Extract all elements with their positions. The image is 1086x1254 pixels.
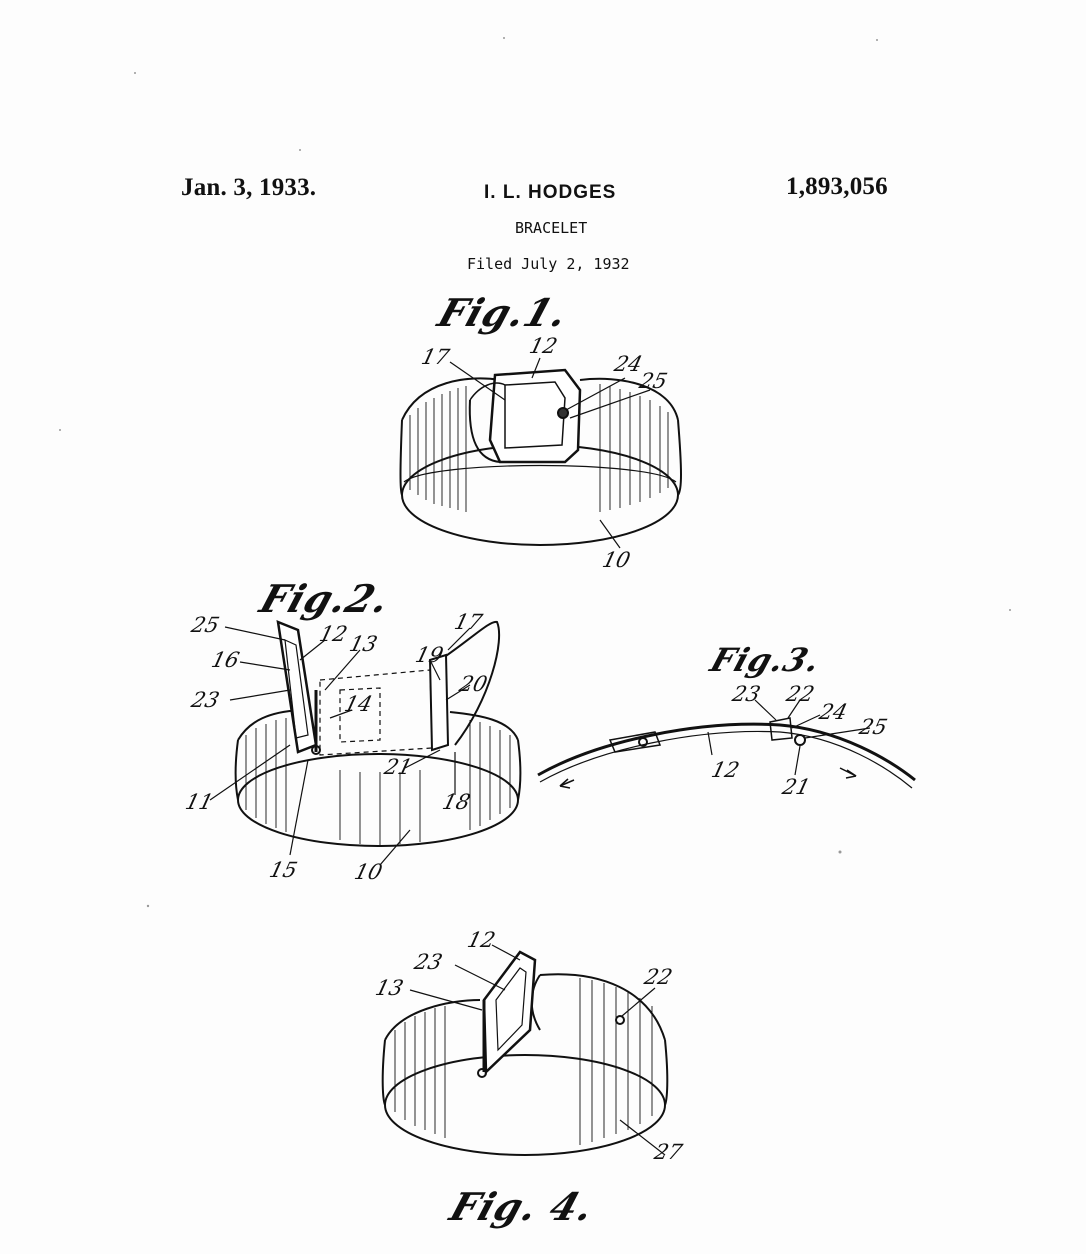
ref-numeral: 22 (784, 682, 817, 706)
patent-number: 1,893,056 (786, 173, 888, 200)
fig4-bracelet-drawing (381, 944, 669, 1156)
ref-numeral: 24 (817, 700, 850, 724)
fig1-label: Fig.1. (432, 290, 575, 335)
ref-numeral: 17 (452, 610, 485, 634)
fig2-bracelet-drawing (209, 620, 522, 866)
inventor-name: I. L. HODGES (484, 182, 617, 203)
fig2-label: Fig.2. (254, 576, 397, 621)
scan-specks (59, 37, 1011, 908)
ref-numeral: 20 (457, 672, 490, 696)
ref-numeral: 17 (419, 345, 452, 369)
fig3-section-drawing (537, 699, 916, 789)
ref-numeral: 23 (412, 950, 445, 974)
patent-title: BRACELET (515, 219, 588, 237)
patent-date: Jan. 3, 1933. (181, 174, 317, 201)
ref-numeral: 21 (382, 755, 415, 779)
filing-date: Filed July 2, 1932 (467, 255, 630, 273)
ref-numeral: 21 (780, 775, 813, 799)
ref-numeral: 25 (189, 613, 222, 637)
ref-numeral: 22 (642, 965, 675, 989)
fig1-bracelet-drawing (399, 357, 682, 549)
ref-numeral: 23 (189, 688, 222, 712)
ref-numeral: 25 (637, 369, 670, 393)
fig3-label: Fig.3. (705, 641, 826, 679)
ref-numeral: 25 (857, 715, 890, 739)
ref-numeral: 24 (612, 352, 645, 376)
ref-numeral: 27 (652, 1140, 685, 1164)
fig4-label: Fig. 4. (444, 1184, 601, 1229)
ref-numeral: 23 (730, 682, 763, 706)
